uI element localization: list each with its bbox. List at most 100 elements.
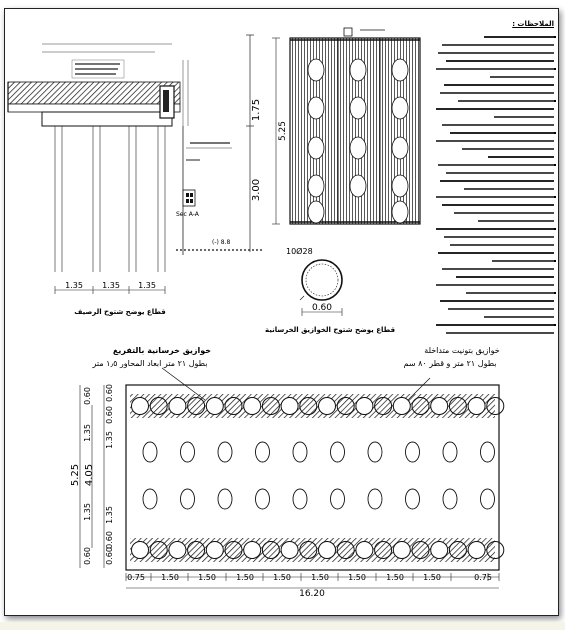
quay-section <box>7 34 262 294</box>
note-line <box>444 236 554 238</box>
quay-section-caption: قطاع يوضح شتوح الرصيف <box>74 308 166 316</box>
secant-pile <box>411 397 430 415</box>
plan-left-dim-label: 0.60 <box>83 387 92 405</box>
note-bullet <box>554 100 556 102</box>
inner-pile <box>255 488 270 510</box>
note-line <box>446 60 554 62</box>
note-line <box>456 276 554 278</box>
secant-pile <box>467 397 486 415</box>
pile-dim-height: 5.25 <box>278 121 288 141</box>
note-bullet <box>554 36 556 38</box>
note-line <box>436 140 554 142</box>
secant-pile <box>205 397 224 415</box>
note-line <box>442 124 554 126</box>
inner-pile <box>217 441 233 463</box>
plan-right-dim-label: 0.60 <box>105 406 114 424</box>
note-bullet <box>554 132 556 134</box>
secant-pile <box>224 541 243 559</box>
note-line <box>436 196 554 198</box>
secant-pile <box>261 397 280 415</box>
pile-opening-circle <box>307 96 325 120</box>
note-line <box>484 36 554 38</box>
secant-pile <box>336 397 355 415</box>
inner-pile <box>367 488 383 510</box>
notes-panel: الملاحظات : <box>432 20 556 342</box>
note-bullet <box>554 164 556 166</box>
plan-label-left-2: بطول ٢١ متر ابعاد المحاور ١٫٥ متر <box>92 359 208 368</box>
dim-vertical-upper: 1.75 <box>251 99 262 121</box>
pile-cross-section <box>299 259 343 316</box>
inner-pile <box>180 488 195 510</box>
note-line <box>466 292 554 294</box>
inner-pile <box>142 441 158 463</box>
note-bullet <box>554 260 556 262</box>
note-line <box>448 308 554 310</box>
plan-bottom-dim-label: 0.75 <box>474 573 492 582</box>
secant-pile <box>280 541 299 559</box>
secant-pile <box>149 397 168 415</box>
note-line <box>438 52 554 54</box>
note-line <box>440 92 554 94</box>
secant-pile <box>168 397 187 415</box>
section-label: Sec A-A <box>176 211 200 218</box>
plan-bottom-dim-label: 1.50 <box>348 573 366 582</box>
secant-pile <box>243 541 262 559</box>
secant-pile <box>374 541 393 559</box>
note-line <box>440 300 554 302</box>
dim-vertical-lower: 3.00 <box>251 179 262 201</box>
note-line <box>450 244 554 246</box>
note-line <box>442 204 554 206</box>
note-line <box>436 68 554 70</box>
pile-bar-label: 10Ø28 <box>286 246 313 256</box>
level-label: (-) 8.8 <box>212 239 230 246</box>
note-line <box>440 180 554 182</box>
note-line <box>462 148 554 150</box>
plan-left-dim-label: 1.35 <box>83 503 92 521</box>
secant-pile <box>187 397 206 415</box>
secant-pile <box>318 397 336 415</box>
pile-opening-circle <box>307 58 325 82</box>
plan-label-right-1: خوازيق بتونيت متداخلة <box>424 346 499 355</box>
dim-spacing-2: 1.35 <box>102 281 120 290</box>
secant-pile <box>299 541 318 559</box>
inner-pile <box>330 488 345 510</box>
sheet-frame <box>4 8 559 616</box>
secant-pile <box>243 397 262 415</box>
secant-pile <box>168 541 187 559</box>
inner-pile <box>255 441 270 463</box>
plan-right-dim-label: 0.60 <box>105 384 114 402</box>
note-line <box>484 316 554 318</box>
pile-opening-circle <box>349 58 367 82</box>
pile-diameter: 0.60 <box>312 303 332 313</box>
secant-pile <box>187 541 206 559</box>
secant-pile <box>430 397 449 415</box>
plan-bottom-dim-label: 1.50 <box>311 573 329 582</box>
inner-pile <box>292 488 308 510</box>
secant-pile <box>224 397 243 415</box>
dim-spacing-3: 1.35 <box>138 281 156 290</box>
note-line <box>450 132 554 134</box>
secant-pile <box>355 541 374 559</box>
inner-pile <box>367 441 383 463</box>
note-line <box>446 172 554 174</box>
pile-opening-circle <box>349 174 367 198</box>
secant-pile <box>486 397 505 415</box>
note-line <box>454 212 554 214</box>
secant-pile <box>131 541 149 559</box>
note-line <box>444 84 554 86</box>
plan-right-dim-label: 1.35 <box>105 431 114 449</box>
note-line <box>438 252 554 254</box>
inner-pile <box>217 488 233 510</box>
pile-plan <box>79 367 505 589</box>
secant-pile <box>261 541 280 559</box>
secant-pile <box>149 541 168 559</box>
inner-pile <box>480 488 495 510</box>
secant-pile <box>392 397 411 415</box>
plan-right-dims: 0.600.601.351.350.600.60 <box>105 384 114 565</box>
note-line <box>442 44 554 46</box>
secant-pile <box>355 397 374 415</box>
plan-bottom-dim-label: 1.50 <box>273 573 291 582</box>
secant-pile <box>318 541 336 559</box>
note-line <box>446 332 554 334</box>
